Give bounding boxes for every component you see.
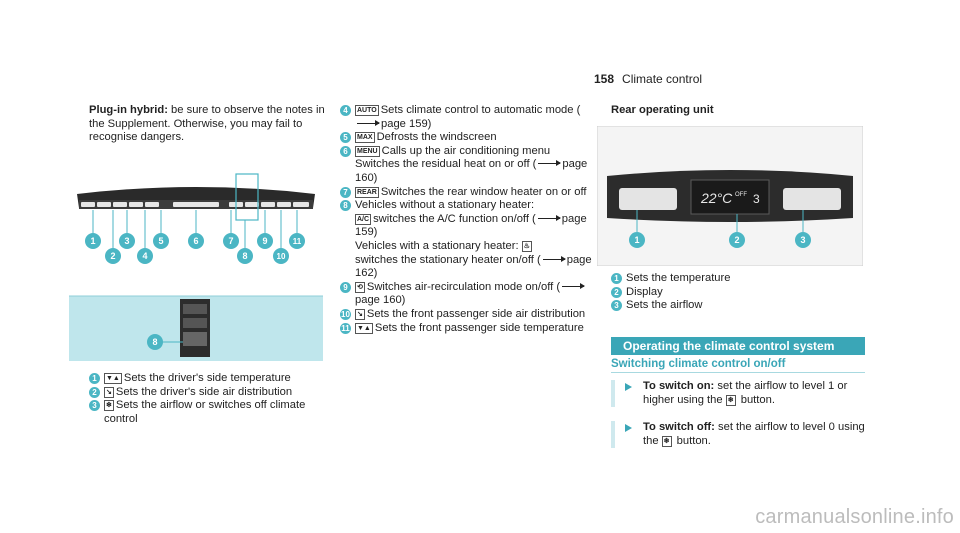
menu-icon: MENU	[355, 145, 380, 157]
callout-label: 1	[90, 236, 95, 246]
airflow-icon: ❄	[725, 394, 736, 406]
rear-display-temperature: 22°C	[700, 190, 733, 206]
page-reference-arrow-icon	[542, 255, 566, 262]
air-distribution-icon: ↘	[104, 386, 114, 398]
page-header: 158 Climate control	[594, 72, 702, 86]
page-number: 158	[594, 72, 615, 86]
callout-label: 8	[152, 337, 157, 347]
auto-icon: AUTO	[355, 105, 379, 116]
column-right: Rear operating unit	[611, 104, 865, 118]
callout-label: 3	[124, 236, 129, 246]
defrost-icon: MAX	[355, 132, 375, 144]
list-item: 9⟲Switches air-recirculation mode on/off…	[340, 281, 596, 308]
watermark: carmanualsonline.info	[755, 506, 954, 528]
callout-label: 1	[634, 235, 639, 245]
rear-display-fan-level: 3	[753, 192, 760, 206]
rear-unit-title: Rear operating unit	[611, 104, 714, 116]
temperature-icon: ▼▲	[104, 373, 122, 384]
front-panel-illustration: 1 2 3 4 5 6 7 8 9 10 11 8	[68, 153, 324, 362]
callout-label: 7	[228, 236, 233, 246]
callout-label: 3	[800, 235, 805, 245]
list-item: 11▼▲Sets the front passenger side temper…	[340, 321, 584, 334]
airflow-icon: ❄	[661, 435, 672, 447]
section-heading: Operating the climate control system	[611, 337, 865, 355]
intro-paragraph: Plug-in hybrid: be sure to observe the n…	[89, 104, 325, 144]
stationary-heater-icon: ♨	[521, 240, 532, 252]
air-distribution-icon: ↘	[355, 308, 365, 320]
rear-display-off: OFF	[735, 192, 747, 198]
rear-window-heater-icon: REAR	[355, 186, 379, 198]
page-reference-arrow-icon	[562, 282, 586, 289]
step-arrow-icon	[625, 383, 632, 391]
list-item: 1▼▲Sets the driver's side temperature	[89, 372, 325, 386]
callout-label: 5	[158, 236, 163, 246]
callout-label: 6	[193, 236, 198, 246]
callout-label: 10	[277, 252, 286, 261]
callout-label: 4	[142, 251, 147, 261]
step-arrow-icon	[625, 424, 632, 433]
column-left: Plug-in hybrid: be sure to observe the n…	[89, 104, 325, 145]
section-title: Climate control	[622, 72, 703, 86]
recirculation-icon: ⟲	[355, 281, 365, 293]
rear-panel-illustration: 22°C OFF 3 1 2 3	[596, 125, 864, 267]
callout-label: 2	[734, 235, 739, 245]
list-item: 3❄Sets the airflow or switches off clima…	[89, 399, 325, 426]
list-item: 10↘Sets the front passenger side air dis…	[340, 307, 586, 320]
temperature-icon: ▼▲	[355, 322, 373, 334]
callout-label: 11	[293, 237, 302, 246]
instruction-step: To switch off: set the airflow to level …	[611, 421, 865, 449]
instruction-steps: To switch on: set the airflow to level 1…	[611, 380, 865, 462]
rear-panel-figure: 22°C OFF 3 1 2 3	[596, 125, 864, 267]
callout-label: 9	[262, 236, 267, 246]
front-legend-list: 1▼▲Sets the driver's side temperature 2↘…	[89, 372, 325, 426]
page-reference-arrow-icon	[538, 160, 562, 167]
airflow-icon: ❄	[104, 400, 114, 412]
page-reference-arrow-icon	[357, 119, 380, 126]
callout-label: 2	[110, 251, 115, 261]
instruction-step: To switch on: set the airflow to level 1…	[611, 380, 865, 408]
page-reference-arrow-icon	[537, 214, 561, 221]
subsection-heading: Switching climate control on/off	[611, 357, 865, 373]
front-panel-figure: 1 2 3 4 5 6 7 8 9 10 11 8	[68, 153, 324, 362]
callout-label: 8	[242, 251, 247, 261]
ac-icon: A/C	[355, 213, 372, 225]
list-item: 2↘Sets the driver's side air distributio…	[89, 386, 325, 400]
